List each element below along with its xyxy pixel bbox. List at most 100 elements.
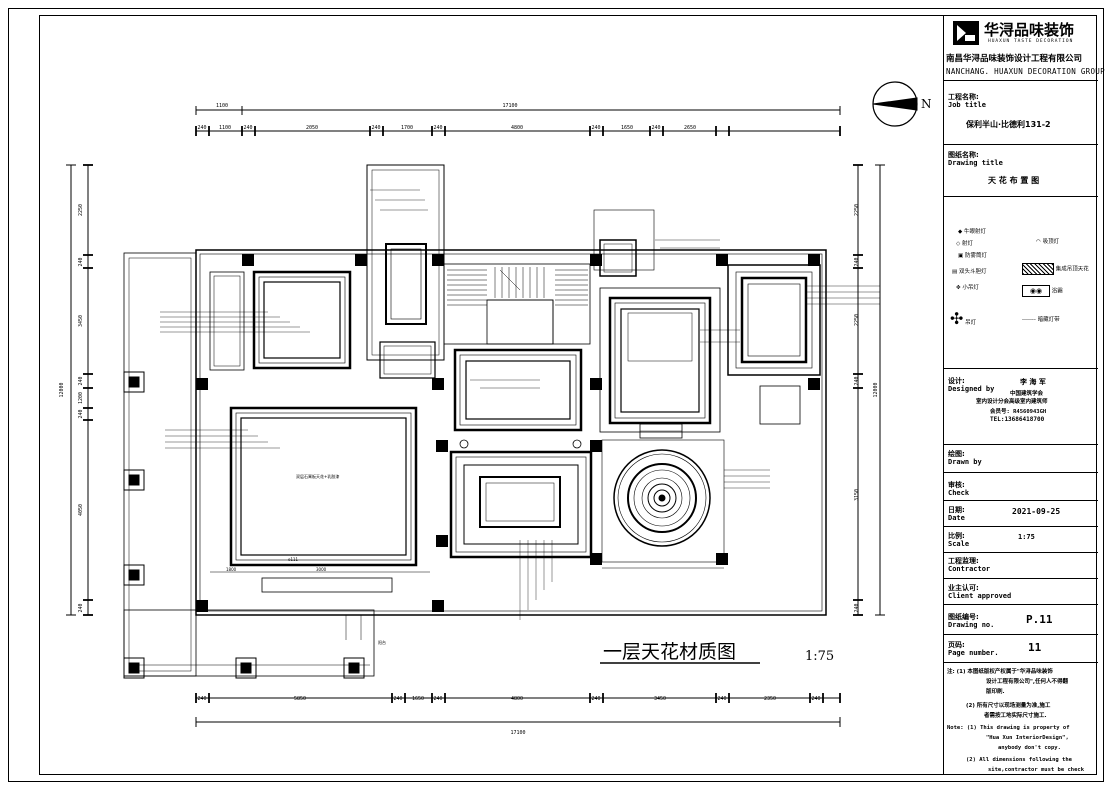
living-ceiling-label: 双层石膏板天花+乳胶漆 bbox=[296, 473, 339, 479]
designer-member: 会员号: R4560943GH bbox=[990, 409, 1047, 415]
date-value: 2021-09-25 bbox=[1012, 507, 1061, 516]
designer-tel: TEL:13686418700 bbox=[990, 416, 1045, 423]
legend-item: ◉◉ 浴霸 bbox=[1022, 285, 1063, 297]
right-dim-text: 3150 bbox=[854, 489, 860, 501]
downlight-icon: ◆ bbox=[958, 229, 964, 235]
left-dim-text: 2250 bbox=[78, 204, 84, 216]
designer-org2: 室内设计分会高级室内建筑师 bbox=[976, 399, 1048, 405]
right-dim-text: 2250 bbox=[854, 204, 860, 216]
structural-columns bbox=[196, 254, 820, 612]
note-line: (2) All dimensions following the bbox=[966, 757, 1072, 763]
scale-label-en: Scale bbox=[948, 540, 970, 548]
page-no-value: 11 bbox=[1028, 641, 1042, 654]
sheet-inner-border bbox=[39, 15, 1097, 775]
top-dim-text: 240 bbox=[243, 125, 252, 131]
check-label-en: Check bbox=[948, 489, 970, 497]
bottom-dim-text: 3450 bbox=[654, 696, 666, 702]
left-dim-text: 1200 bbox=[78, 392, 84, 404]
plan-title: 一层天花材质图 bbox=[603, 641, 736, 663]
left-dim-text: 240 bbox=[78, 603, 84, 612]
left-dim-text: 4050 bbox=[78, 504, 84, 516]
scale-label-cn: 比例: bbox=[948, 532, 965, 540]
designer-org1: 中国建筑学会 bbox=[1010, 391, 1044, 397]
plan-scale: 1:75 bbox=[805, 649, 834, 664]
note-line: (2) 所有尺寸以现场测量为准,施工 bbox=[966, 703, 1051, 709]
designer-label-cn: 设计: bbox=[948, 377, 965, 385]
date-cell: 日期: Date 2021-09-25 bbox=[944, 501, 1098, 527]
bottom-dim-text: 1650 bbox=[412, 696, 424, 702]
drawing-no-cell: 图纸编号: Drawing no. P.11 bbox=[944, 605, 1098, 635]
scale-cell: 比例: Scale 1:75 bbox=[944, 527, 1098, 553]
contractor-label-en: Contractor bbox=[948, 565, 991, 573]
hatch-icon bbox=[1022, 263, 1054, 275]
exhaust-fan-icon: ▣ bbox=[958, 253, 965, 259]
check-label-cn: 审核: bbox=[948, 481, 965, 489]
company-logo-icon bbox=[953, 21, 979, 45]
legend-item: ◠ 吸顶灯 bbox=[1036, 239, 1060, 245]
top-dim-text: 240 bbox=[197, 125, 206, 131]
company-name-en: NANCHANG. HUAXUN DECORATION GROUP bbox=[946, 67, 1105, 76]
company-name-cn: 南昌华浔品味装饰设计工程有限公司 bbox=[946, 54, 1083, 64]
drawing-no-label-cn: 图纸编号: bbox=[948, 613, 979, 621]
note-line: anybody don't copy. bbox=[998, 745, 1061, 751]
date-label-en: Date bbox=[948, 514, 965, 522]
left-dim-text: 240 bbox=[78, 409, 84, 418]
grille-light-icon: ▤ bbox=[952, 269, 959, 275]
drawing-title-cell: 图纸名称: Drawing title 天 花 布 置 图 bbox=[944, 145, 1098, 197]
note-line: Note: (1) This drawing is property of bbox=[947, 725, 1070, 731]
job-title-value: 保利半山·比德利131-2 bbox=[966, 120, 1051, 129]
right-dim-text: 240 bbox=[854, 603, 860, 612]
bottom-dim-text: 240 bbox=[393, 696, 402, 702]
note-line: 者需按工地实际尺寸施工. bbox=[984, 713, 1047, 719]
legend-item: ✣ 吊灯 bbox=[950, 309, 977, 328]
contractor-label-cn: 工程监理: bbox=[948, 557, 979, 565]
chandelier-icon: ✣ bbox=[950, 309, 964, 328]
legend-item: ▣ 防雾筒灯 bbox=[958, 253, 987, 259]
balcony-columns bbox=[123, 371, 365, 679]
top-dim-text: 1100 bbox=[216, 103, 228, 109]
top-dim-text: 1100 bbox=[219, 125, 231, 131]
legend-item: ◆ 牛眼射灯 bbox=[958, 229, 986, 235]
check-cell: 审核: Check bbox=[944, 473, 1098, 501]
drawn-label-cn: 绘图: bbox=[948, 450, 965, 458]
bottom-dim-text: 2350 bbox=[764, 696, 776, 702]
date-label-cn: 日期: bbox=[948, 506, 965, 514]
bottom-overall-dim: 17100 bbox=[510, 730, 525, 736]
legend-cell: ◆ 牛眼射灯 ◇ 射灯 ◠ 吸顶灯 ▣ 防雾筒灯 ▤ 双头斗胆灯 集成吊顶天花 … bbox=[944, 197, 1098, 369]
bottom-dim-text: 240 bbox=[433, 696, 442, 702]
top-dim-text: 4800 bbox=[511, 125, 523, 131]
client-label-en: Client approved bbox=[948, 592, 1012, 600]
contractor-cell: 工程监理: Contractor bbox=[944, 553, 1098, 579]
page-no-label-en: Page number. bbox=[948, 649, 999, 657]
drawing-title-label-cn: 图纸名称: bbox=[948, 151, 979, 159]
right-dim-text: 240 bbox=[854, 376, 860, 385]
bottom-dim-text: 4800 bbox=[511, 696, 523, 702]
top-dim-text: 1650 bbox=[621, 125, 633, 131]
top-dim-text: 1700 bbox=[401, 125, 413, 131]
company-logo-text: 华浔品味装饰 bbox=[984, 21, 1075, 39]
client-cell: 业主认可: Client approved bbox=[944, 579, 1098, 605]
north-label: N bbox=[921, 97, 932, 111]
legend-item: ------- 暗藏灯带 bbox=[1022, 317, 1060, 323]
balcony-label: 阳台 bbox=[378, 639, 386, 645]
legend-item: ◇ 射灯 bbox=[956, 241, 973, 247]
drawn-by-cell: 绘图: Drawn by bbox=[944, 445, 1098, 473]
designer-name: 李 海 军 bbox=[1020, 378, 1046, 386]
bottom-dim-text: 240 bbox=[591, 696, 600, 702]
page-no-label-cn: 页码: bbox=[948, 641, 965, 649]
led-strip-icon: ------- bbox=[1022, 317, 1038, 323]
notes-cell: 注: (1) 本图纸版权产权属于"华浔品味装饰 设计工程有限公司",任何人不得翻… bbox=[944, 663, 1098, 775]
note-line: site,contractor must be check bbox=[988, 767, 1085, 773]
drawn-label-en: Drawn by bbox=[948, 458, 982, 466]
note-line: "Hua Xun InteriorDesign", bbox=[986, 735, 1069, 741]
sheet-outer-border bbox=[8, 8, 1104, 782]
client-label-cn: 业主认可: bbox=[948, 584, 979, 592]
company-header: 华浔品味装饰 HUAXUN TASTE DECORATION 南昌华浔品味装饰设… bbox=[944, 15, 1105, 81]
legend-item: ▤ 双头斗胆灯 bbox=[952, 269, 987, 275]
right-dim-text: 2250 bbox=[854, 314, 860, 326]
company-logo-en: HUAXUN TASTE DECORATION bbox=[988, 39, 1074, 44]
top-dim-text: 240 bbox=[591, 125, 600, 131]
drawing-title-value: 天 花 布 置 图 bbox=[988, 176, 1040, 185]
ceiling-plan: 1100171002401100240205024017002404800240… bbox=[59, 81, 932, 736]
